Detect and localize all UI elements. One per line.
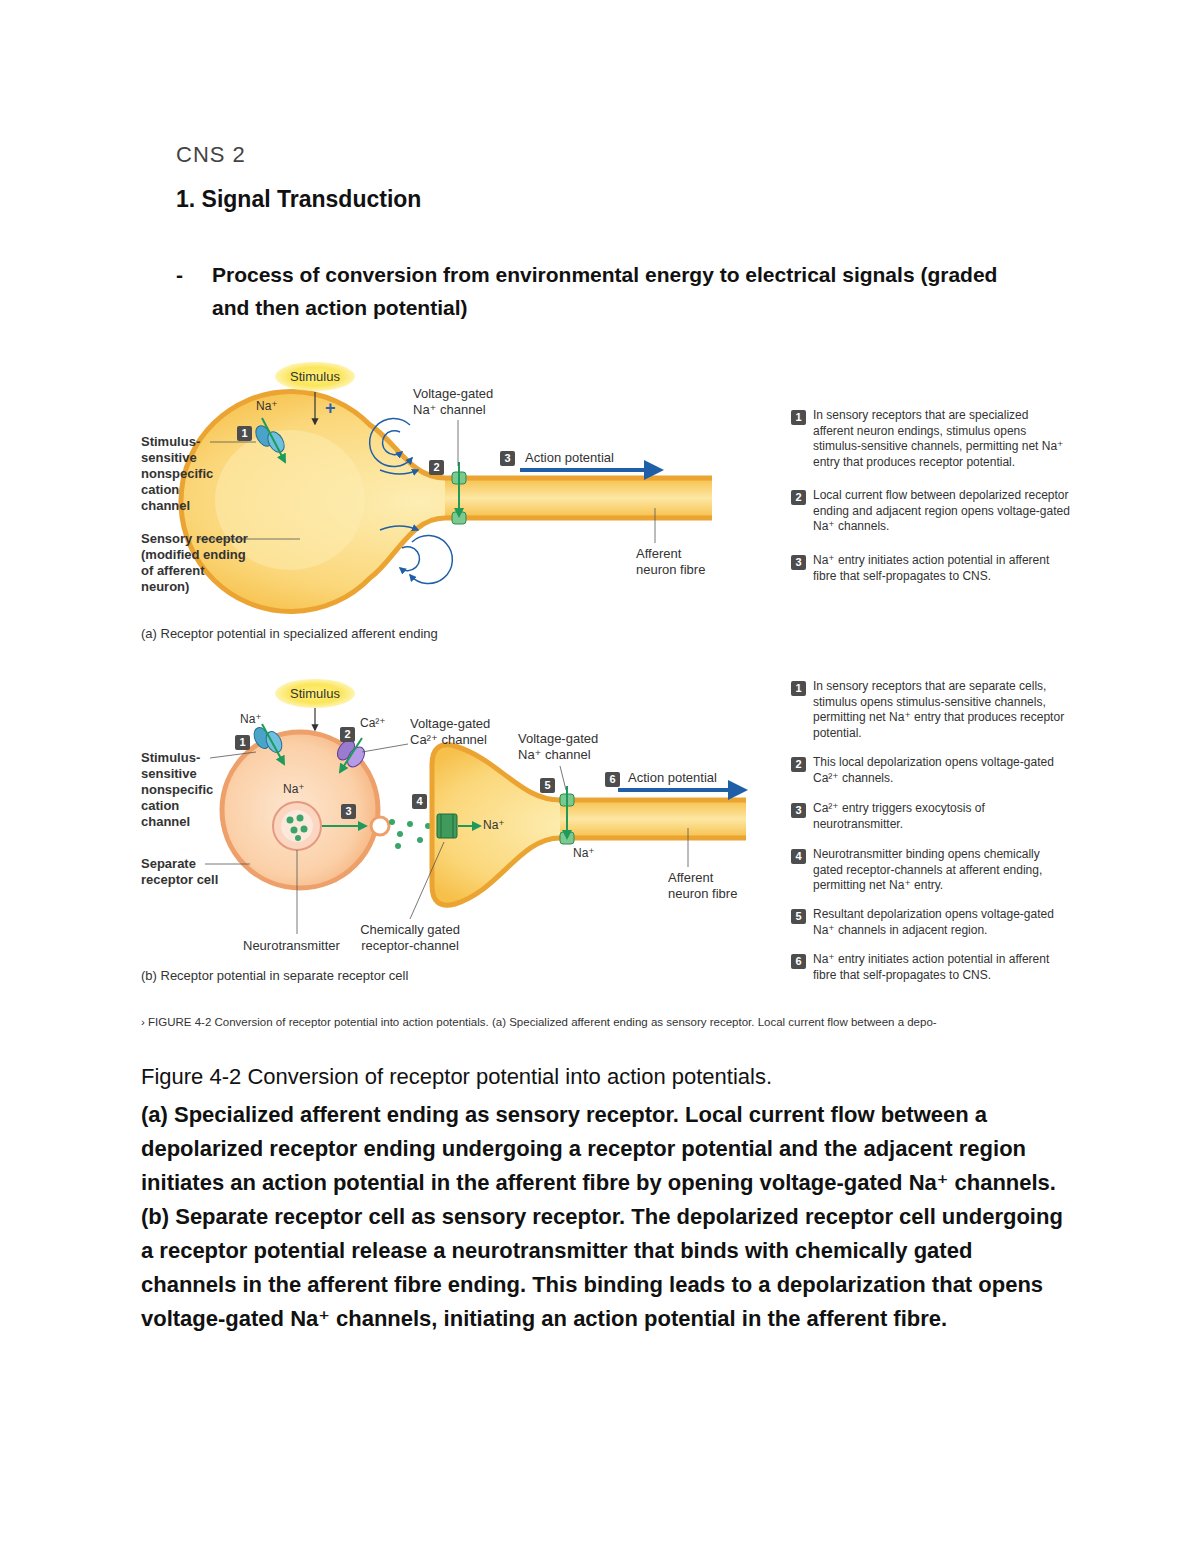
section-heading: 1. Signal Transduction [176,186,421,213]
part-label: Sensory receptor (modified ending of aff… [141,531,253,595]
ion-label: Na⁺ [283,782,305,796]
part-label: Afferent neuron fibre [668,870,753,902]
step-text: In sensory receptors that are separate c… [813,679,1071,741]
figure-caption-line: › FIGURE 4-2 Conversion of receptor pote… [141,1016,937,1028]
part-label: (a) Receptor potential in specialized af… [141,626,438,642]
step-text: This local depolarization opens voltage-… [813,755,1071,786]
part-label: Action potential [525,450,614,466]
caption-body: (a) Specialized afferent ending as senso… [141,1098,1071,1336]
part-label: Voltage-gated Ca²⁺ channel [410,716,510,748]
stimulus-label: Stimulus [290,686,340,701]
part-label: Separate receptor cell [141,856,241,888]
part-label: Stimulus-sensitive nonspecific cation ch… [141,750,231,830]
stimulus-channel-a [252,418,287,462]
part-label: Afferent neuron fibre [636,546,721,578]
callout-number: 3 [341,804,356,819]
voltage-na-channel-a [452,420,466,524]
callout-number: 3 [791,803,806,818]
ion-label: Na⁺ [483,818,505,832]
callout-number: 5 [791,909,806,924]
leader-lines-a [198,442,655,543]
ion-label: Na⁺ [240,712,262,726]
callout-number: 1 [237,426,252,441]
part-label: Neurotransmitter [243,938,340,954]
receptor-cell-b [222,732,431,888]
callout-number: 4 [412,794,427,809]
stimulus-label: Stimulus [290,369,340,384]
part-label: Voltage-gated Na⁺ channel [518,731,618,763]
action-potential-arrow [520,468,660,472]
callout-number: 4 [791,849,806,864]
part-label: Chemically gated receptor-channel [350,922,470,954]
part-label: (b) Receptor potential in separate recep… [141,968,408,984]
part-label: Voltage-gated Na⁺ channel [413,386,513,418]
charge-sign: + [325,399,336,417]
callout-number: 5 [540,778,555,793]
afferent-ending-a [181,392,712,612]
leader-lines-b [205,744,688,934]
part-label: Stimulus-sensitive nonspecific cation ch… [141,434,231,514]
callout-number: 2 [791,757,806,772]
ion-label: Ca²⁺ [360,716,386,730]
step-text: Na⁺ entry initiates action potential in … [813,553,1071,584]
callout-number: 3 [791,555,806,570]
page-title: CNS 2 [176,142,246,168]
figure-caption: Figure 4-2 Conversion of receptor potent… [141,1064,772,1090]
callout-number: 2 [429,460,444,475]
step-text: In sensory receptors that are specialize… [813,408,1071,470]
stimulus-arrow [314,708,315,730]
action-potential-arrow [618,788,744,792]
step-text: Na⁺ entry initiates action potential in … [813,952,1071,983]
stimulus-glow: Stimulus [275,679,355,708]
callout-number: 6 [605,772,620,787]
step-text: Local current flow between depolarized r… [813,488,1071,535]
step-text: Resultant depolarization opens voltage-g… [813,907,1071,938]
callout-number: 2 [340,727,355,742]
part-label: Action potential [628,770,717,786]
callout-number: 1 [791,410,806,425]
callout-number: 2 [791,490,806,505]
stimulus-arrow [314,392,315,424]
callout-number: 3 [500,451,515,466]
body-text: Process of conversion from environmental… [212,258,1012,324]
ion-label: Na⁺ [256,399,278,413]
local-current-loops [370,419,453,584]
body-text: - [176,258,183,291]
callout-number: 1 [235,735,250,750]
step-text: Neurotransmitter binding opens chemicall… [813,847,1071,894]
ion-label: Na⁺ [573,846,595,860]
callout-number: 1 [791,681,806,696]
stimulus-glow: Stimulus [275,362,355,391]
callout-number: 6 [791,954,806,969]
step-text: Ca²⁺ entry triggers exocytosis of neurot… [813,801,1071,832]
